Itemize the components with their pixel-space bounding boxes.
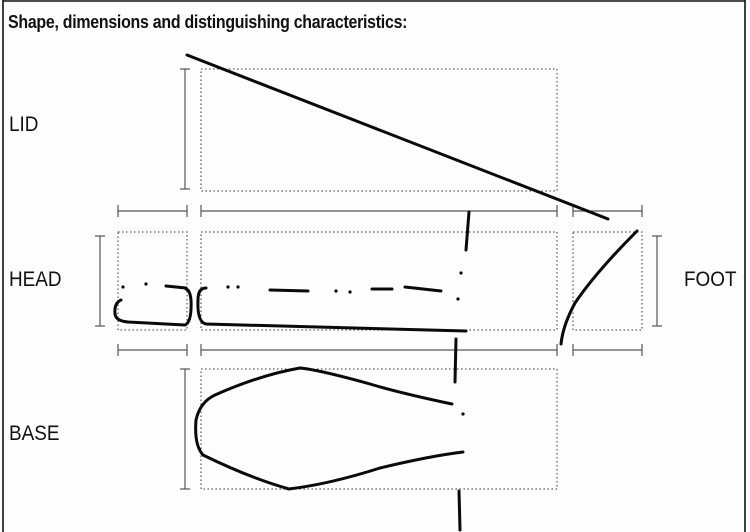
base-profile [194, 366, 465, 491]
base-height-guide [180, 368, 190, 490]
lid-profile-line [185, 53, 610, 221]
page-title: Shape, dimensions and distinguishing cha… [8, 11, 408, 32]
head-left-box [117, 231, 188, 331]
foot-profile-curve [559, 229, 639, 346]
label-head: HEAD [9, 268, 62, 291]
head-base-mark [453, 337, 458, 384]
base-point [461, 412, 465, 416]
base-bottom-mark [457, 489, 462, 532]
head-left-profile [113, 287, 193, 327]
head-centre-dashline [121, 271, 463, 301]
label-lid: LID [9, 113, 39, 136]
label-foot: FOOT [684, 268, 737, 291]
head-main-box [200, 231, 558, 331]
bottom-width-guides [117, 344, 643, 356]
head-left-height-guide [95, 235, 105, 327]
head-top-mark [464, 210, 471, 252]
label-base: BASE [9, 422, 60, 445]
top-width-guides [117, 205, 643, 217]
foot-height-guide [652, 235, 662, 327]
foot-box [572, 231, 643, 331]
base-box [200, 368, 558, 490]
head-main-profile [196, 286, 468, 333]
lid-height-guide [180, 68, 190, 190]
lid-box [200, 68, 558, 192]
